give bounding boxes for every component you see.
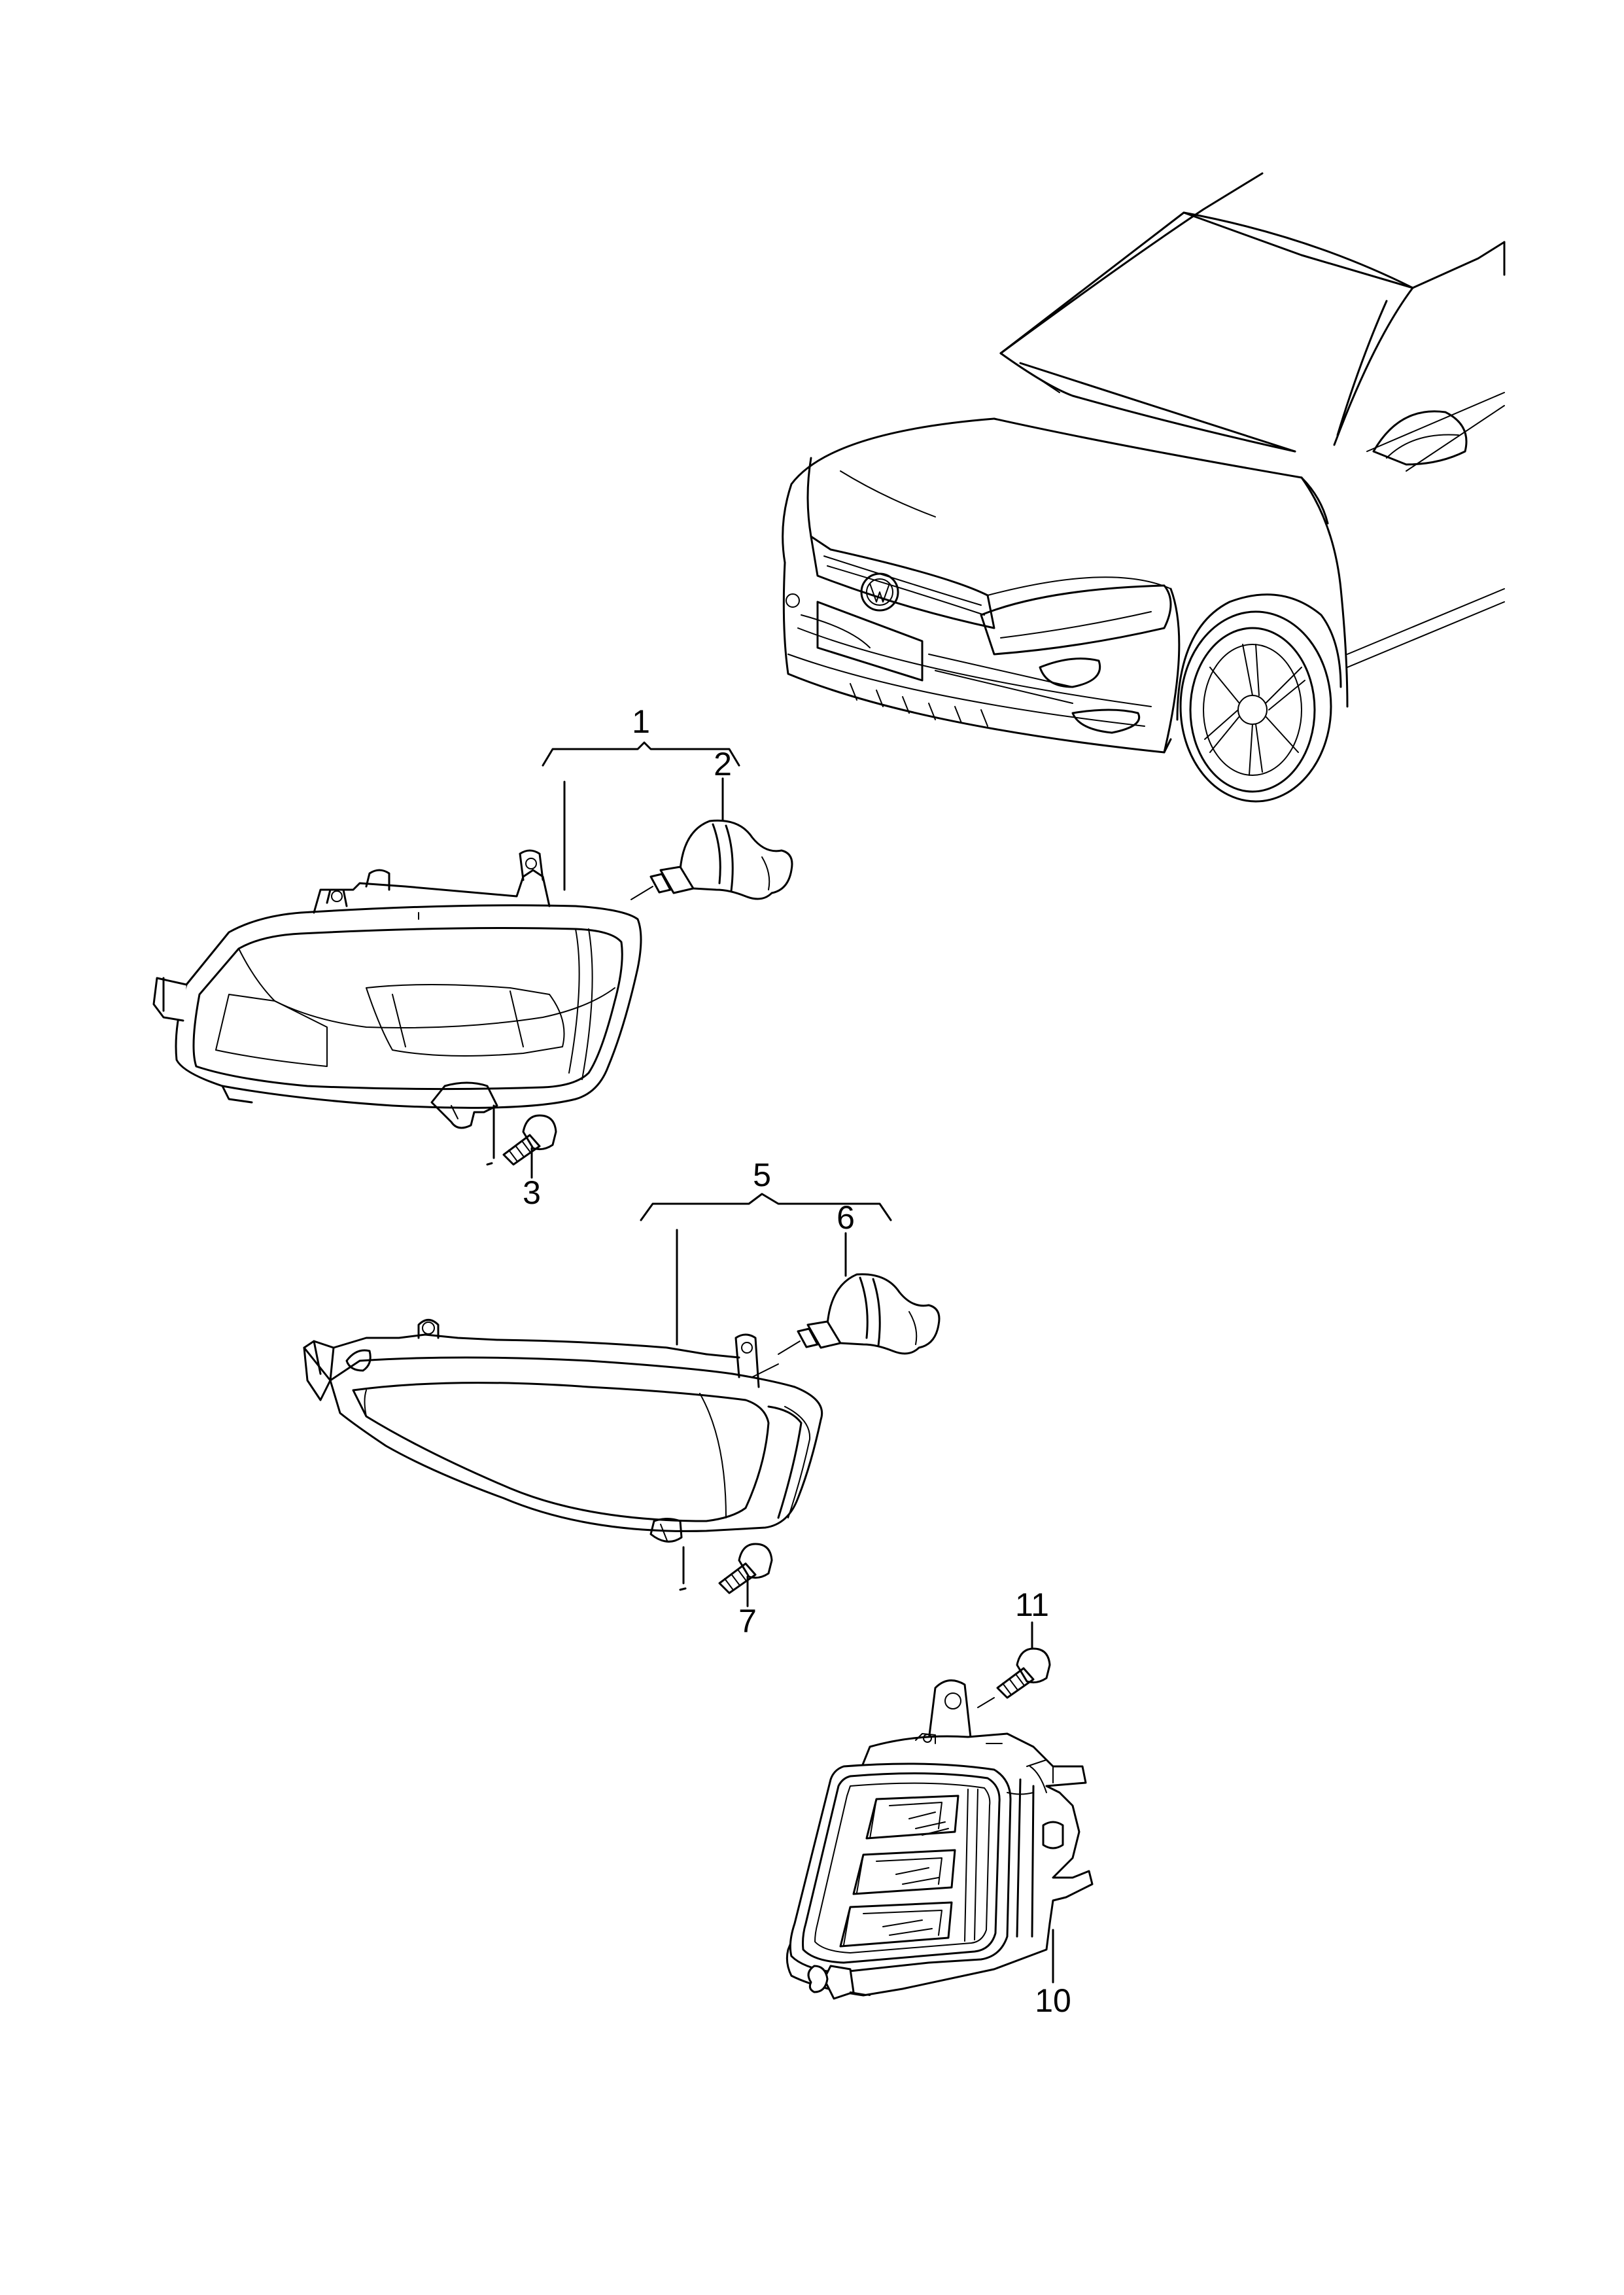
callout-1: 1 [632, 703, 650, 740]
daytime-running-light-assembly [786, 1679, 1094, 2000]
callout-11: 11 [1015, 1586, 1049, 1623]
bulb-part-6 [778, 1232, 941, 1355]
led-bar-bottom [839, 1901, 953, 1948]
bracket-1 [542, 741, 740, 767]
led-bar-top [865, 1795, 959, 1840]
callout-3: 3 [523, 1174, 541, 1211]
bulb-part-2 [631, 777, 793, 900]
callout-10: 10 [1035, 1982, 1071, 2019]
callout-7: 7 [738, 1603, 757, 1639]
callout-6: 6 [837, 1199, 855, 1236]
screw-part-11 [977, 1621, 1051, 1708]
fog-light-right-assembly [303, 1193, 892, 1543]
led-bar-middle [852, 1849, 956, 1895]
vehicle-front-view [782, 172, 1506, 803]
callout-labels: 1 2 3 5 6 7 10 11 [523, 703, 1071, 2019]
bracket-5 [640, 1193, 892, 1221]
callout-5: 5 [753, 1157, 771, 1193]
screw-part-3 [486, 1104, 557, 1179]
callout-2: 2 [714, 746, 732, 782]
fog-light-left-assembly [152, 741, 740, 1129]
screw-part-7 [679, 1543, 773, 1607]
